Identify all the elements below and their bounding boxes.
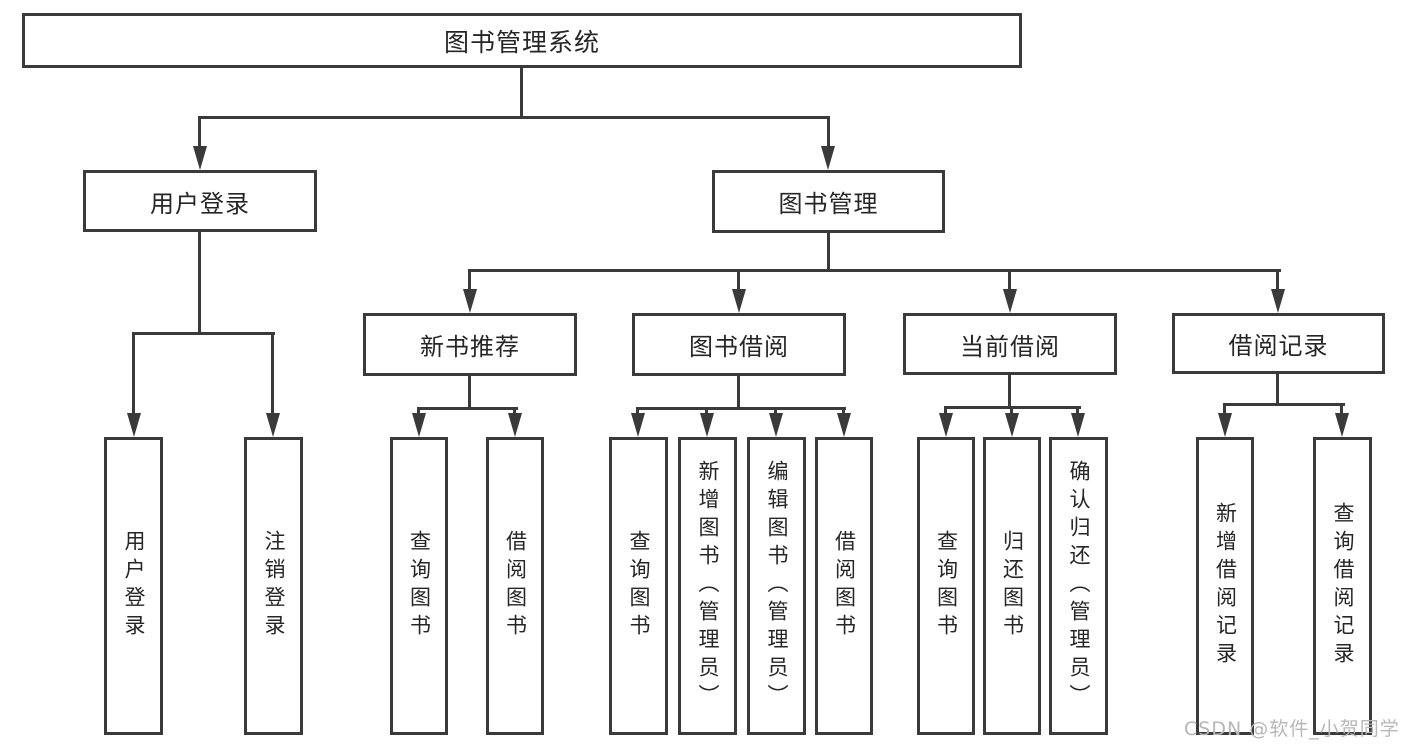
edge-to-borrow-records-stem [1276,269,1279,292]
leaf-query-books-borrowing-label: 查询图书 [627,530,651,642]
arrow-to-borrow-records [1271,289,1285,313]
leaf-borrow-books-recommend-label: 借阅图书 [503,530,528,642]
leaf-query-books-borrowing: 查询图书 [609,437,668,735]
edge-new-book-branch [417,407,518,410]
edge-to-current-borrowing-stem [1008,269,1011,292]
arrow-cb-confirm-return [1071,413,1085,437]
arrow-to-current-borrowing [1003,289,1017,313]
leaf-logout-login: 注销登录 [244,437,303,735]
edge-bb-leaf3-stem [774,407,777,417]
edge-bb-leaf4-stem [842,407,845,417]
edge-user-login-stem [198,231,201,335]
edge-nb-leaf2-stem [513,407,516,417]
edge-to-leaf-user-login-stem [132,332,135,416]
arrow-br-query-record [1335,413,1349,437]
leaf-borrow-books-borrowing-label: 借阅图书 [832,530,857,642]
node-current-borrowing: 当前借阅 [903,313,1117,375]
edge-root-branch [198,116,830,119]
arrow-to-leaf-user-login [127,413,141,437]
edge-borrowing-branch [636,407,846,410]
leaf-return-books-label: 归还图书 [1000,530,1025,642]
node-new-book-recommend: 新书推荐 [363,313,577,376]
edge-cb-leaf2-stem [1010,406,1013,416]
edge-book-management-branch [468,269,1281,272]
node-user-login: 用户登录 [83,170,317,232]
edge-cb-leaf3-stem [1076,406,1079,416]
edge-to-leaf-logout-stem [271,332,274,416]
edge-to-book-management-stem [827,116,830,150]
csdn-watermark: CSDN @软件_小贺同学 [1184,718,1400,740]
arrow-to-user-login [193,146,207,170]
node-library-management-system: 图书管理系统 [22,13,1022,68]
arrow-bb-query-books [631,413,645,437]
edge-nb-leaf1-stem [417,407,420,417]
edge-br-leaf2-stem [1340,403,1343,415]
arrow-nb-query-books [412,413,426,437]
edge-borrowing-stem [737,375,740,410]
arrow-nb-borrow-books [508,413,522,437]
edge-new-book-stem [468,375,471,410]
leaf-add-borrow-record-label: 新增借阅记录 [1213,502,1238,670]
node-book-management: 图书管理 [712,170,945,233]
edge-bb-leaf1-stem [636,407,639,417]
leaf-edit-books-admin: 编辑图书（管理员） [747,437,806,735]
arrow-to-book-management [821,146,835,170]
arrow-br-add-record [1218,413,1232,437]
leaf-query-books-current-label: 查询图书 [934,530,959,642]
edge-current-stem [1008,374,1011,409]
leaf-confirm-return-admin-label: 确认归还（管理员） [1067,460,1091,712]
edge-cb-leaf1-stem [944,406,947,416]
leaf-add-books-admin-label: 新增图书（管理员） [696,460,720,712]
arrow-to-book-borrowing [732,289,746,313]
arrow-bb-add-books [700,413,714,437]
edge-book-management-stem [827,232,830,272]
leaf-query-borrow-record-label: 查询借阅记录 [1331,502,1355,670]
edge-to-user-login-stem [198,116,201,150]
leaf-user-login: 用户登录 [104,437,163,735]
edge-user-login-branch [132,332,275,335]
leaf-query-borrow-record: 查询借阅记录 [1313,437,1372,735]
edge-records-stem [1276,373,1279,406]
node-borrow-records: 借阅记录 [1172,313,1385,374]
arrow-to-leaf-logout [266,413,280,437]
leaf-borrow-books-recommend: 借阅图书 [486,437,544,735]
edge-bb-leaf2-stem [705,407,708,417]
edge-br-leaf1-stem [1223,403,1226,415]
leaf-return-books: 归还图书 [983,437,1041,735]
leaf-add-borrow-record: 新增借阅记录 [1196,437,1254,735]
arrow-bb-edit-books [769,413,783,437]
leaf-logout-login-label: 注销登录 [262,530,286,642]
edge-to-new-book-stem [468,269,471,292]
arrow-cb-query-books [939,413,953,437]
leaf-edit-books-admin-label: 编辑图书（管理员） [765,460,789,712]
leaf-query-books-current: 查询图书 [917,437,975,735]
leaf-borrow-books-borrowing: 借阅图书 [815,437,873,735]
arrow-bb-borrow-books [837,413,851,437]
leaf-query-books-recommend-label: 查询图书 [407,530,432,642]
node-book-borrowing: 图书借阅 [632,313,846,376]
leaf-confirm-return-admin: 确认归还（管理员） [1049,437,1108,735]
arrow-cb-return-books [1005,413,1019,437]
arrow-to-new-book-recommend [463,289,477,313]
leaf-add-books-admin: 新增图书（管理员） [678,437,737,735]
leaf-query-books-recommend: 查询图书 [390,437,448,735]
edge-records-branch [1223,403,1345,406]
edge-root-stem [520,67,523,118]
edge-to-book-borrowing-stem [737,269,740,292]
leaf-user-login-label: 用户登录 [122,530,146,642]
